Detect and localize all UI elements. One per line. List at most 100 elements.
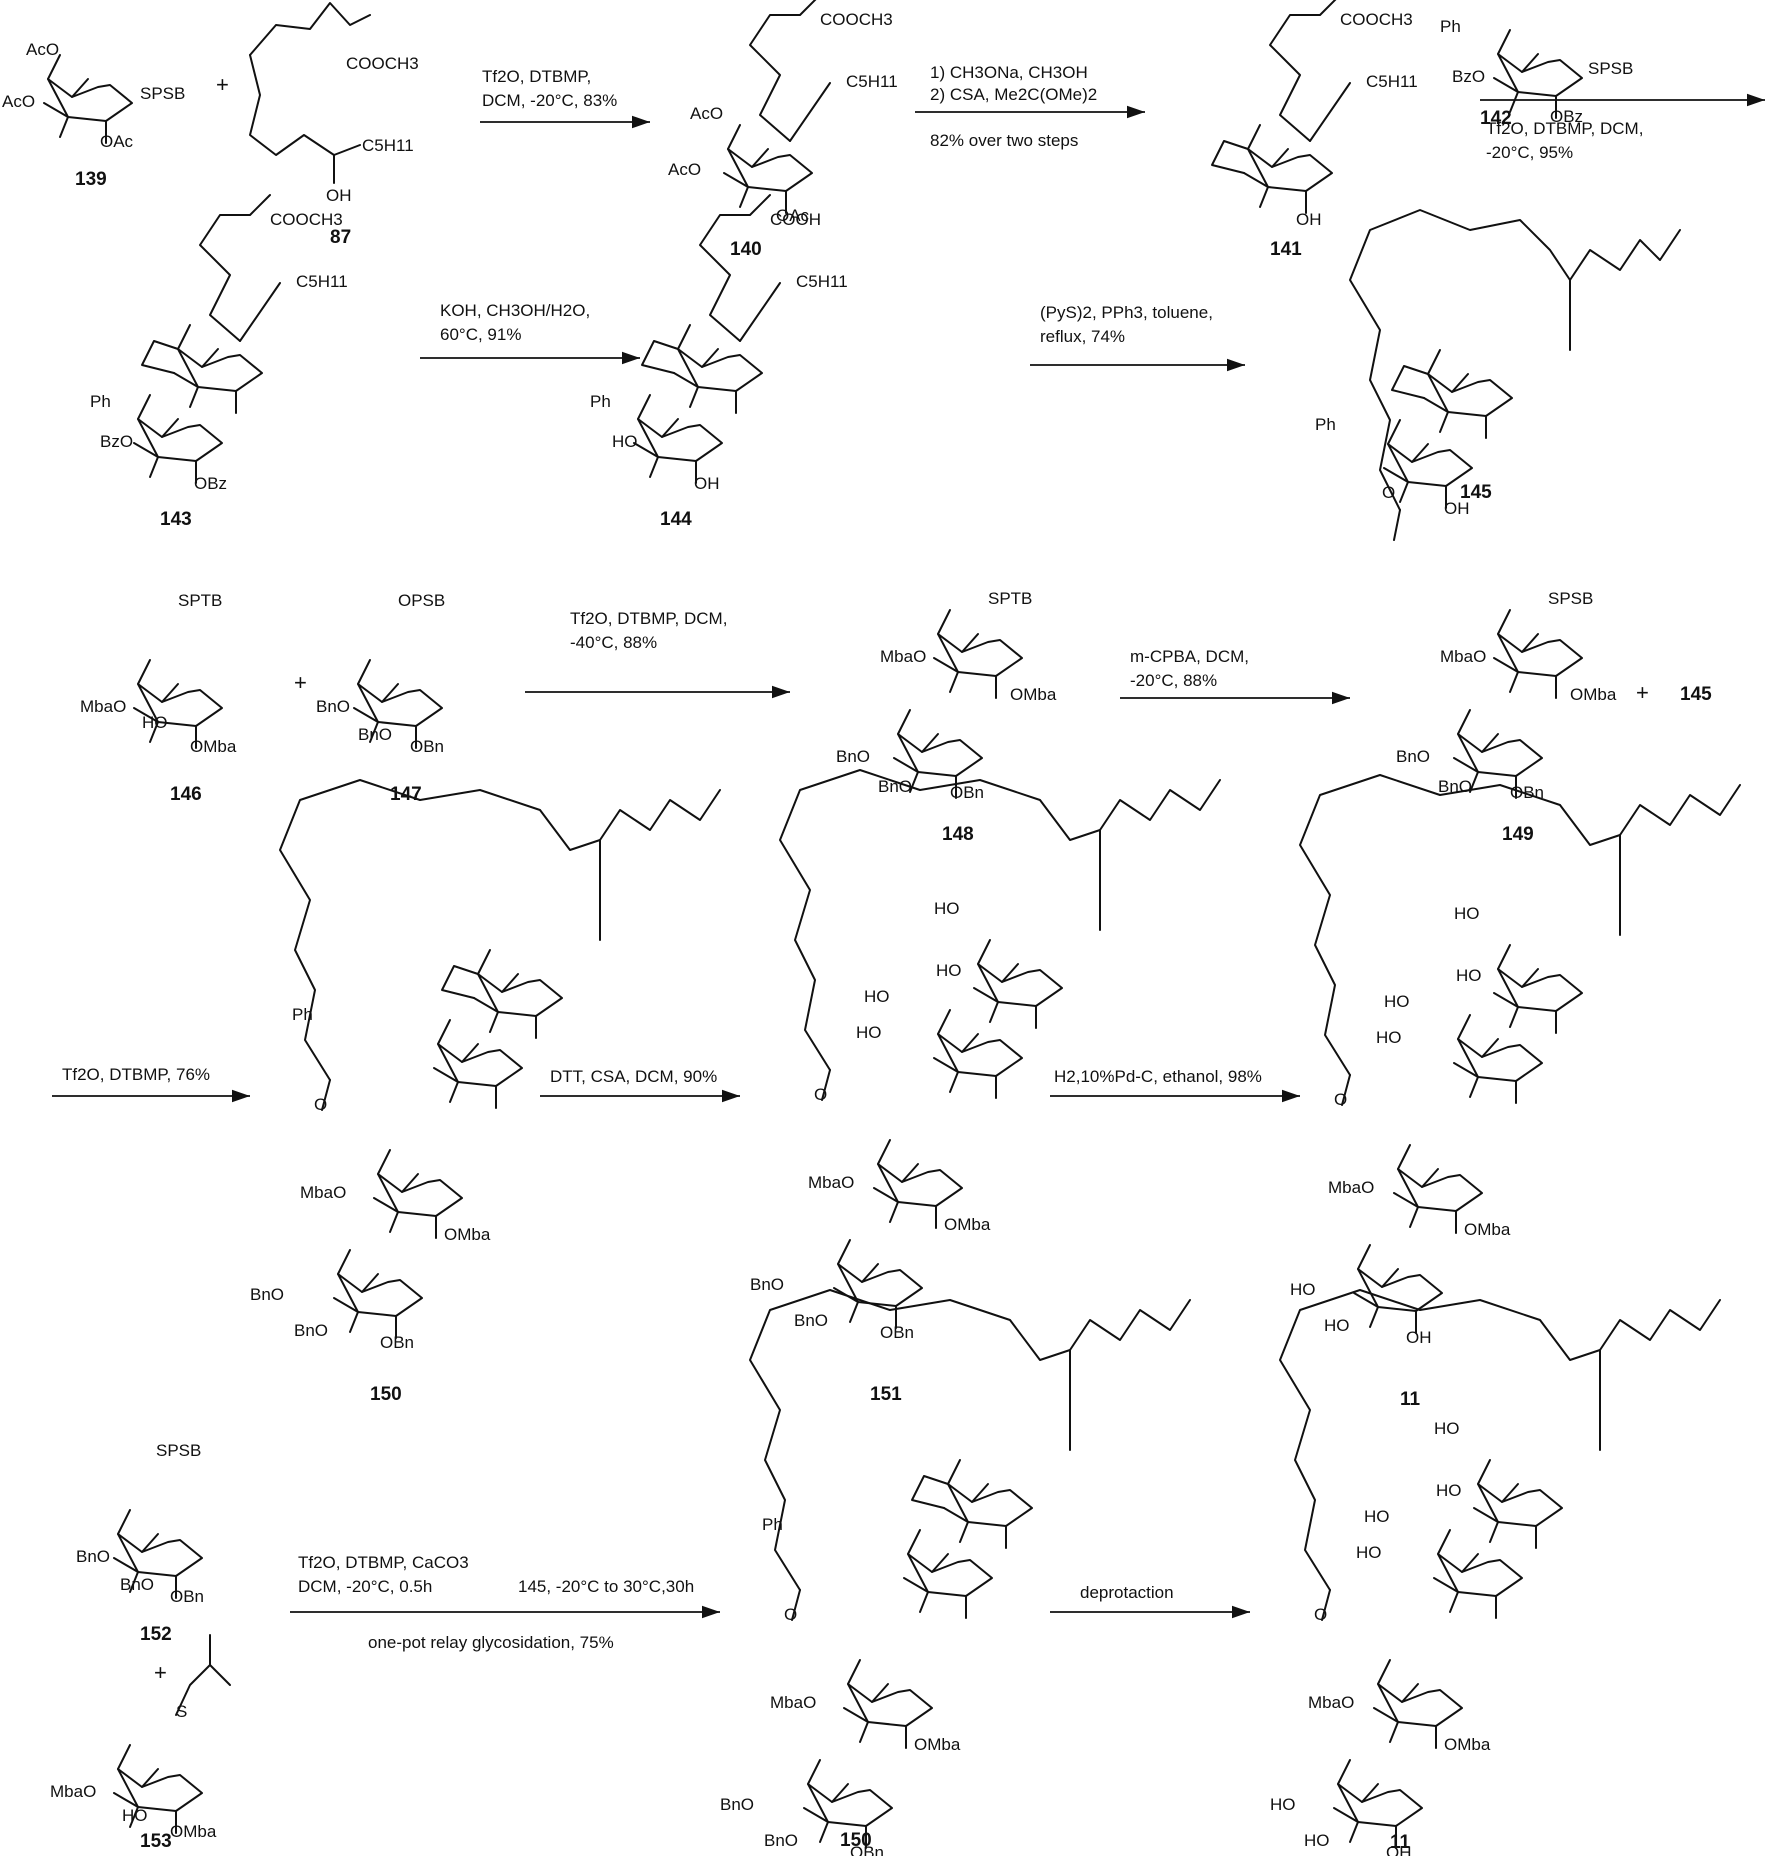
reagent-text: -40°C, 88% xyxy=(570,633,657,652)
group-label: BzO xyxy=(1452,67,1485,86)
reagent-text: Tf2O, DTBMP, DCM, xyxy=(570,609,727,628)
group-label: COOH xyxy=(770,210,821,229)
group-label: HO xyxy=(1304,1831,1330,1850)
compound-number: 142 xyxy=(1480,108,1512,129)
compound-149: SPSB MbaO OMba BnO BnO OBn 149 xyxy=(1396,589,1617,845)
reaction-arrow-r3: Tf2O, DTBMP, DCM, -20°C, 95% xyxy=(1480,93,1765,162)
group-label: AcO xyxy=(26,40,59,59)
group-label: C5H11 xyxy=(796,272,848,291)
reagent-text: (PyS)2, PPh3, toluene, xyxy=(1040,303,1213,322)
group-label: OBn xyxy=(950,783,984,802)
group-label: MbaO xyxy=(1308,1693,1354,1712)
group-label: HO xyxy=(1456,966,1482,985)
compound-148: SPTB MbaO OMba BnO BnO OBn 148 xyxy=(836,589,1057,845)
reagent-text: m-CPBA, DCM, xyxy=(1130,647,1249,666)
group-label: OMba xyxy=(190,737,237,756)
compound-146: SPTB MbaO HO OMba 146 xyxy=(80,591,237,805)
group-label: OBz xyxy=(194,474,227,493)
group-label: OH xyxy=(1296,210,1322,229)
group-label: OAc xyxy=(100,132,134,151)
compound-number: 150 xyxy=(840,1830,872,1851)
group-label: OBn xyxy=(850,1843,884,1856)
reagent-text: reflux, 74% xyxy=(1040,327,1125,346)
group-label: OBn xyxy=(410,737,444,756)
group-label: OPSB xyxy=(398,591,445,610)
plus-sign: + xyxy=(154,1660,167,1685)
group-label: BnO xyxy=(750,1275,784,1294)
group-label: OMba xyxy=(1010,685,1057,704)
compound-147: OPSB BnO BnO OBn 147 xyxy=(316,591,445,805)
group-label: HO xyxy=(1384,992,1410,1011)
compound-151: HO HO HO HO O MbaO OMba BnO BnO OBn 151 xyxy=(750,769,1221,1405)
group-label: SPSB xyxy=(1548,589,1593,608)
group-label: OMba xyxy=(1444,1735,1491,1754)
group-label: OMba xyxy=(1464,1220,1511,1239)
group-label: OMba xyxy=(944,1215,991,1234)
reaction-arrow-r10: H2,10%Pd-C, ethanol, 98% xyxy=(1050,1067,1300,1103)
compound-number: 140 xyxy=(730,239,762,260)
reaction-arrow-r12: deprotaction xyxy=(1050,1583,1250,1619)
compound-142: Ph BzO SPSB OBz 142 xyxy=(1440,17,1633,129)
reagent-text: Tf2O, DTBMP, xyxy=(482,67,591,86)
compound-152: SPSB BnO BnO OBn 152 xyxy=(76,1441,204,1645)
group-label: AcO xyxy=(668,160,701,179)
group-label: SPTB xyxy=(178,591,222,610)
reagent-text: DTT, CSA, DCM, 90% xyxy=(550,1067,717,1086)
group-label: OBn xyxy=(880,1323,914,1342)
reagent-text: H2,10%Pd-C, ethanol, 98% xyxy=(1054,1067,1262,1086)
group-label: COOCH3 xyxy=(270,210,343,229)
group-label: O xyxy=(314,1095,327,1114)
compound-number: 150 xyxy=(370,1384,402,1405)
compound-145: Ph O OH 145 xyxy=(1315,209,1681,541)
group-label: COOCH3 xyxy=(820,10,893,29)
compound-11: HO HO HO HO O MbaO OMba HO HO OH 11 xyxy=(1290,774,1741,1410)
group-label: Ph xyxy=(292,1005,313,1024)
group-label: BnO xyxy=(76,1547,110,1566)
group-label: BnO xyxy=(316,697,350,716)
group-label: SPSB xyxy=(140,84,185,103)
group-label: C5H11 xyxy=(362,136,414,155)
reagent-text: 145, -20°C to 30°C,30h xyxy=(518,1577,694,1596)
group-label: BnO xyxy=(836,747,870,766)
group-label: HO xyxy=(142,713,168,732)
group-label: HO xyxy=(856,1023,882,1042)
reaction-arrow-r5: (PyS)2, PPh3, toluene, reflux, 74% xyxy=(1030,303,1245,372)
compound-141: COOCH3 C5H11 OH 141 xyxy=(1211,0,1418,260)
reaction-arrow-r6: Tf2O, DTBMP, DCM, -40°C, 88% xyxy=(525,609,790,699)
reagent-text: DCM, -20°C, 0.5h xyxy=(298,1577,432,1596)
group-label: Ph xyxy=(590,392,611,411)
group-label: HO xyxy=(936,961,962,980)
group-label: O xyxy=(1334,1090,1347,1109)
reagent-text: Tf2O, DTBMP, DCM, xyxy=(1486,119,1643,138)
reagent-text: deprotaction xyxy=(1080,1583,1174,1602)
group-label: MbaO xyxy=(300,1183,346,1202)
group-label: OBn xyxy=(380,1333,414,1352)
group-label: MbaO xyxy=(1328,1178,1374,1197)
group-label: MbaO xyxy=(808,1173,854,1192)
group-label: HO xyxy=(1454,904,1480,923)
reagent-text: DCM, -20°C, 83% xyxy=(482,91,617,110)
group-label: BnO xyxy=(1396,747,1430,766)
group-label: OAc xyxy=(776,206,810,225)
compound-number: 143 xyxy=(160,509,192,530)
group-label: OMba xyxy=(914,1735,961,1754)
compound-number: 11 xyxy=(1400,1389,1421,1410)
group-label: HO xyxy=(122,1806,148,1825)
compound-number: 153 xyxy=(140,1831,172,1852)
group-label: MbaO xyxy=(770,1693,816,1712)
compound-143: COOCH3 C5H11 Ph BzO OBz 143 xyxy=(90,194,348,530)
group-label: C5H11 xyxy=(846,72,898,91)
compound-number: 145 xyxy=(1680,684,1712,705)
group-label: OH xyxy=(1386,1843,1412,1856)
group-label: OH xyxy=(1444,499,1470,518)
compound-11-repeat: HO HO HO HO O MbaO OMba HO HO OH 11 xyxy=(1270,1289,1721,1856)
reagent-text: 1) CH3ONa, CH3OH xyxy=(930,63,1088,82)
compound-number: 141 xyxy=(1270,239,1302,260)
group-label: O xyxy=(1382,483,1395,502)
group-label: OMba xyxy=(170,1822,217,1841)
group-label: OH xyxy=(326,186,352,205)
reaction-arrow-r1: Tf2O, DTBMP, DCM, -20°C, 83% xyxy=(480,67,650,129)
group-label: OBn xyxy=(170,1587,204,1606)
group-label: BnO xyxy=(250,1285,284,1304)
group-label: HO xyxy=(864,987,890,1006)
